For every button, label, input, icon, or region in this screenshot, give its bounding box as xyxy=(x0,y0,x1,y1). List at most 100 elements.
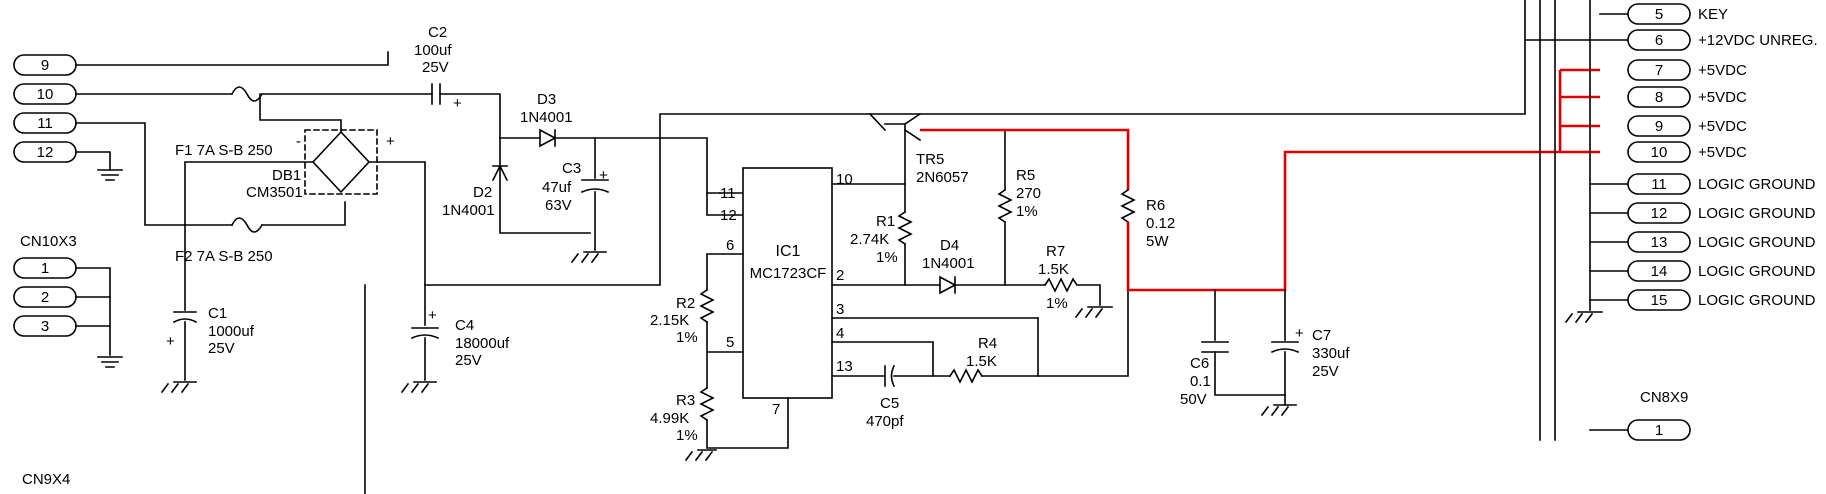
c2-value: 100uf xyxy=(414,42,452,59)
pin-label: 12 xyxy=(1651,205,1668,222)
pin-function: LOGIC GROUND xyxy=(1698,234,1816,251)
bridge-rectifier-db1 xyxy=(184,93,426,286)
ic1-pin-2: 2 xyxy=(836,267,844,284)
pin-label: 11 xyxy=(1651,176,1667,193)
r7-ref: R7 xyxy=(1046,243,1065,260)
pin-function: +5VDC xyxy=(1698,89,1747,106)
pin-label: 9 xyxy=(1655,118,1663,135)
pin-function: LOGIC GROUND xyxy=(1698,205,1816,222)
pin-label: 13 xyxy=(1651,234,1668,251)
c4-plus: + xyxy=(428,307,437,324)
ic1-pin-12: 12 xyxy=(720,207,737,224)
ic1-pin-10: 10 xyxy=(836,171,853,188)
r2-ref: R2 xyxy=(676,295,695,312)
ic1-pin-13: 13 xyxy=(836,358,853,375)
pin-label: 14 xyxy=(1651,263,1668,280)
r1-ref: R1 xyxy=(876,213,895,230)
c2-plus: + xyxy=(453,95,462,112)
ic1-pin-7: 7 xyxy=(772,401,780,418)
r6-ref: R6 xyxy=(1146,197,1165,214)
c3-value: 47uf xyxy=(542,179,572,196)
r4-ref: R4 xyxy=(978,335,997,352)
pin-label: 10 xyxy=(1651,144,1668,161)
pin-label: 15 xyxy=(1651,292,1668,309)
c6-ref: C6 xyxy=(1190,355,1209,372)
c2-ref: C2 xyxy=(428,24,447,41)
c7-voltage: 25V xyxy=(1312,363,1339,380)
r1-tol: 1% xyxy=(876,249,898,266)
pin-label: 11 xyxy=(37,115,53,132)
d4-ref: D4 xyxy=(940,237,959,254)
pin-label: 7 xyxy=(1655,62,1663,79)
r1-value: 2.74K xyxy=(850,231,889,248)
r2-tol: 1% xyxy=(676,329,698,346)
pin-function: +12VDC UNREG. xyxy=(1698,32,1818,49)
ic1-pin-3: 3 xyxy=(836,301,844,318)
pin-function: +5VDC xyxy=(1698,62,1747,79)
pin-label: 8 xyxy=(1655,89,1663,106)
cn10-label: CN10X3 xyxy=(20,233,77,250)
pin-function: +5VDC xyxy=(1698,144,1747,161)
pin-function: LOGIC GROUND xyxy=(1698,292,1816,309)
c5-value: 470pf xyxy=(866,413,904,430)
r7-value: 1.5K xyxy=(1038,261,1069,278)
ic1-pin-6: 6 xyxy=(726,237,734,254)
d4-part: 1N4001 xyxy=(922,255,975,272)
ic1-ref: IC1 xyxy=(776,243,801,260)
c1-ref: C1 xyxy=(208,305,227,322)
r3-ref: R3 xyxy=(676,392,695,409)
c1-voltage: 25V xyxy=(208,340,235,357)
ic1-regulator: IC1 MC1723CF 11 12 6 5 10 2 3 4 13 7 xyxy=(720,167,853,418)
c4-ref: C4 xyxy=(455,317,474,334)
cn9-label: CN9X4 xyxy=(22,471,70,488)
cn8-pins: 5 KEY 6 +12VDC UNREG. 7 +5VDC 8 +5VDC 9 … xyxy=(1627,3,1818,441)
pin-function: +5VDC xyxy=(1698,118,1747,135)
d3-part: 1N4001 xyxy=(520,109,573,126)
c7-ref: C7 xyxy=(1312,327,1331,344)
pin-label: 12 xyxy=(37,144,54,161)
d2-ref: D2 xyxy=(473,184,492,201)
cn9-pins: 9 10 11 12 xyxy=(13,54,77,163)
c5-ref: C5 xyxy=(880,395,899,412)
c7-value: 330uf xyxy=(1312,345,1350,362)
c1-plus: + xyxy=(166,333,175,350)
f1-label: F1 7A S-B 250 xyxy=(175,142,273,159)
c3-ref: C3 xyxy=(562,160,581,177)
pin-label: 2 xyxy=(41,289,49,306)
c6-voltage: 50V xyxy=(1180,391,1207,408)
d3-ref: D3 xyxy=(537,91,556,108)
pin-label: 5 xyxy=(1655,6,1663,23)
r7-tol: 1% xyxy=(1046,295,1068,312)
r2-value: 2.15K xyxy=(650,312,689,329)
r5-value: 270 xyxy=(1016,185,1041,202)
cn8-label: CN8X9 xyxy=(1640,389,1688,406)
r3-value: 4.99K xyxy=(650,410,689,427)
ic1-part: MC1723CF xyxy=(750,265,827,282)
db1-part: CM3501 xyxy=(246,184,303,201)
ic1-pin-11: 11 xyxy=(720,185,736,202)
tr5-ref: TR5 xyxy=(916,151,944,168)
c4-value: 18000uf xyxy=(455,335,510,352)
cn10-pins: 1 2 3 xyxy=(13,257,77,337)
f2-label: F2 7A S-B 250 xyxy=(175,248,273,265)
ic1-pin-5: 5 xyxy=(726,334,734,351)
db1-ref: DB1 xyxy=(272,167,301,184)
c2-voltage: 25V xyxy=(422,59,449,76)
c3-voltage: 63V xyxy=(545,197,572,214)
pin-function: KEY xyxy=(1698,6,1728,23)
c3-plus: + xyxy=(599,167,608,184)
r6-value: 0.12 xyxy=(1146,215,1175,232)
db1-plus: + xyxy=(386,133,395,150)
db1-minus: - xyxy=(296,133,301,150)
r6-power: 5W xyxy=(1146,233,1169,250)
component-labels: C2 100uf 25V + F1 7A S-B 250 F2 7A S-B 2… xyxy=(166,24,1350,444)
pin-label: 10 xyxy=(37,86,54,103)
pin-label: 1 xyxy=(41,260,49,277)
r3-tol: 1% xyxy=(676,427,698,444)
r5-ref: R5 xyxy=(1016,167,1035,184)
r5-tol: 1% xyxy=(1016,203,1038,220)
ic1-pin-4: 4 xyxy=(836,325,844,342)
pin-function: LOGIC GROUND xyxy=(1698,176,1816,193)
